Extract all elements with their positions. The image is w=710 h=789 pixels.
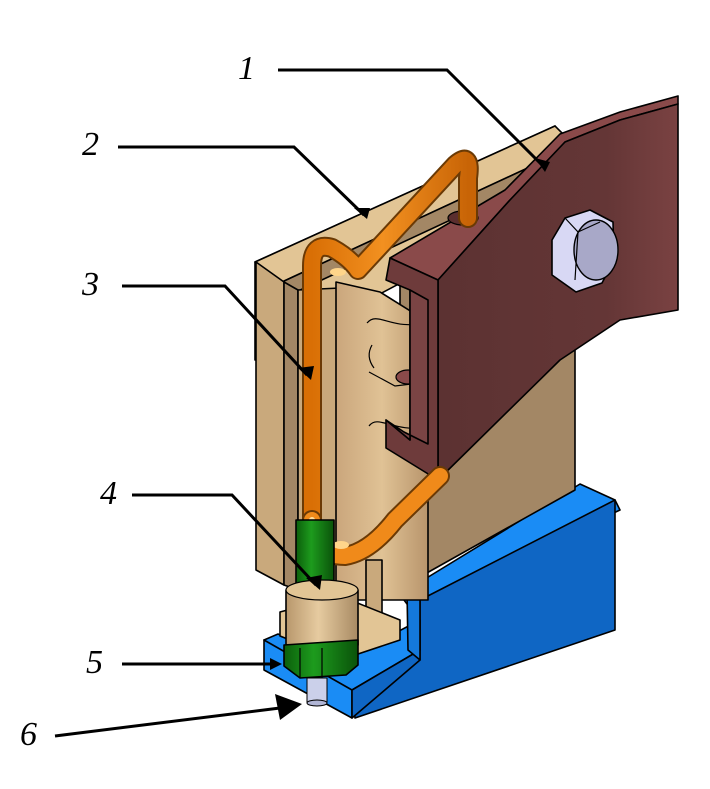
leader-2: [118, 145, 366, 217]
pin-part: [306, 677, 328, 707]
arrowhead-1: [535, 158, 550, 172]
leader-6: [54, 706, 281, 738]
leader-1: [278, 68, 547, 170]
callout-label-4: 4: [100, 475, 117, 512]
arrowhead-6: [275, 694, 302, 720]
callout-label-5: 5: [86, 644, 103, 681]
arrowhead-4: [306, 575, 322, 590]
arrowhead-5: [270, 658, 282, 670]
arrowhead-2: [354, 208, 370, 219]
arrowhead-3: [298, 366, 314, 380]
leader-3: [122, 284, 309, 377]
bracket-part: [385, 95, 679, 481]
leader-4: [132, 493, 318, 587]
bolt-head: [551, 209, 619, 293]
leader-lines: [54, 68, 550, 738]
sleeve-part: [283, 519, 359, 679]
callout-label-1: 1: [238, 50, 255, 87]
callout-label-6: 6: [20, 716, 37, 753]
callout-label-2: 2: [82, 126, 99, 163]
callout-label-3: 3: [82, 266, 99, 303]
